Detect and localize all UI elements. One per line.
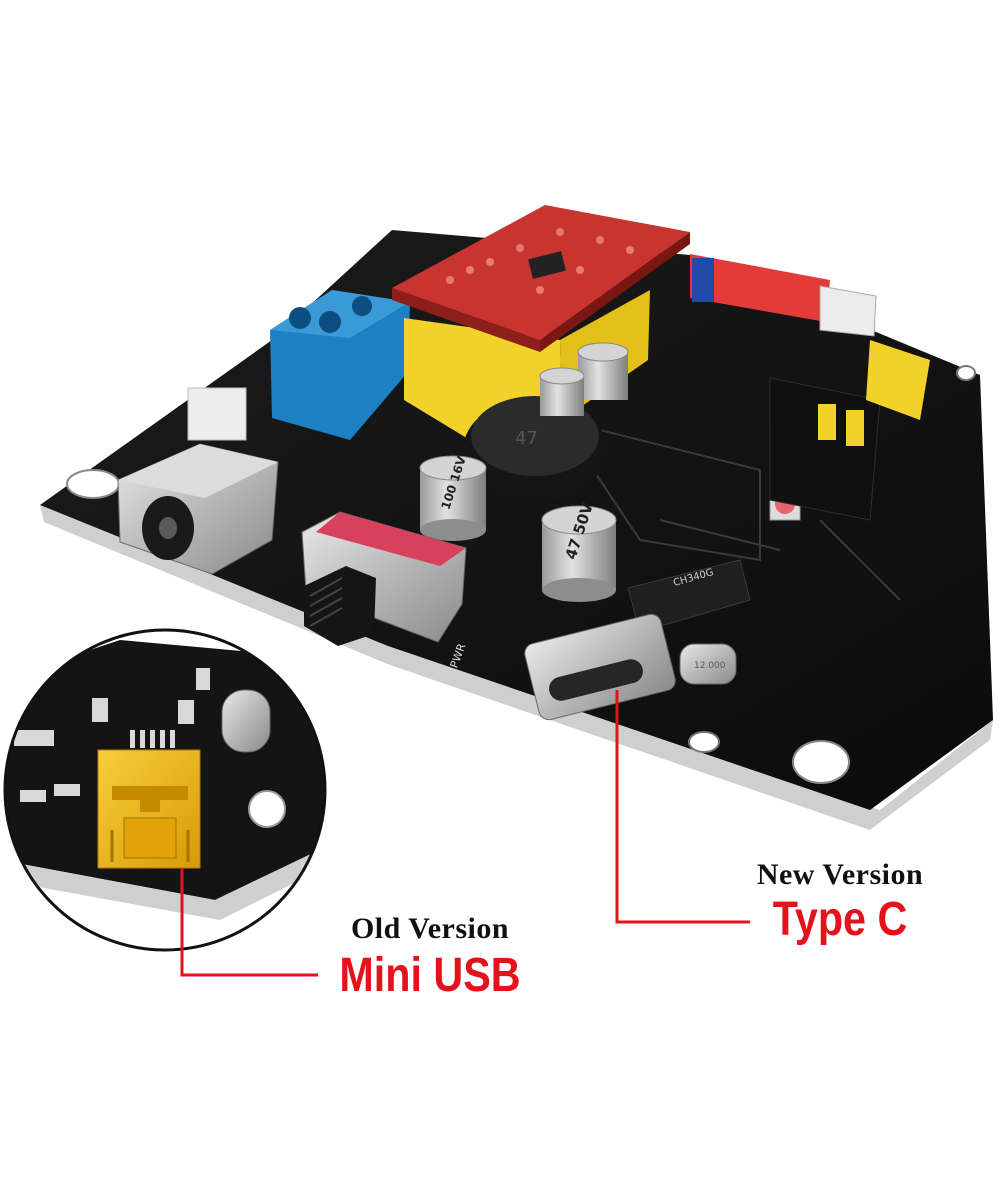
- silkscreen-markings: [557, 418, 901, 601]
- mounting-hole: [66, 469, 120, 499]
- power-slide-switch: PWR: [301, 511, 469, 670]
- magnifier-circle: [3, 628, 327, 952]
- old-version-title: Old Version: [350, 912, 510, 945]
- screw-terminal-block: [270, 290, 410, 440]
- type-c-label: Type C: [772, 893, 908, 946]
- capacitor-large: 47 50V: [541, 500, 617, 602]
- cnc-controller-board: 47 47 50V 100 16V: [40, 205, 993, 830]
- mini-usb-label: Mini USB: [339, 949, 521, 1002]
- mounting-hole: [688, 731, 720, 753]
- capacitor-small: 100 16V: [419, 454, 487, 541]
- dc-power-jack: [117, 443, 279, 575]
- board-edge: [40, 505, 993, 830]
- jst-connector: [187, 387, 247, 441]
- pin-headers: [690, 254, 930, 521]
- mini-usb-port: [97, 749, 201, 869]
- inductor-marking: 47: [515, 428, 538, 449]
- new-version-title: New Version: [756, 858, 924, 891]
- mounting-hole: [956, 365, 976, 381]
- crystal-marking: 12.000: [694, 661, 726, 671]
- callout-line-mini-usb: [180, 868, 318, 977]
- stepper-driver-module: [392, 205, 690, 352]
- callout-line-type-c: [615, 690, 750, 924]
- crystal-oscillator: 12.000: [679, 643, 737, 685]
- usb-type-c-port: [524, 613, 676, 721]
- mounting-hole: [792, 740, 850, 784]
- capacitor-rear: [539, 342, 629, 416]
